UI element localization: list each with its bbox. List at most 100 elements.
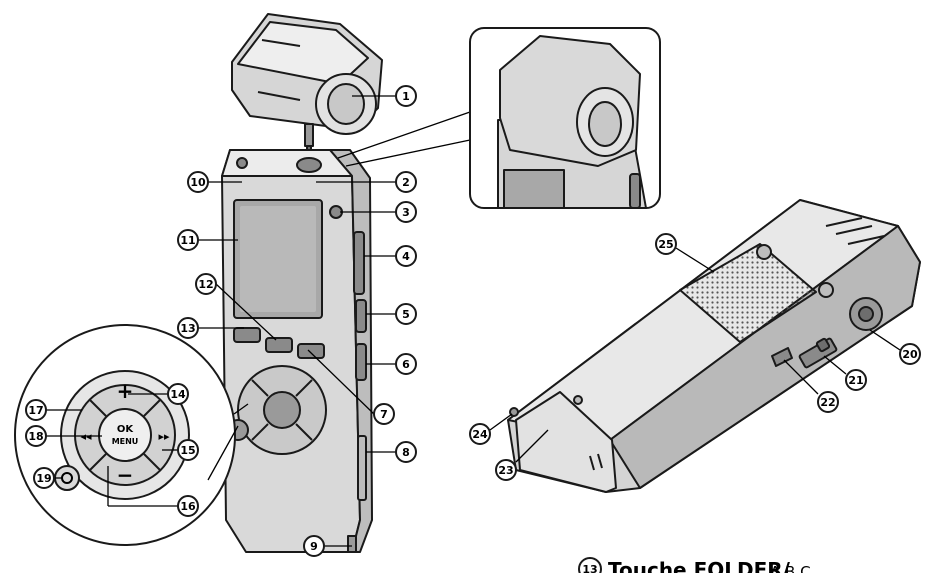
svg-text:21: 21 <box>848 374 863 387</box>
side-connector <box>357 435 367 501</box>
callout-11: 11 <box>177 229 199 251</box>
leader-25 <box>675 247 715 273</box>
mic-jack <box>296 157 322 173</box>
mic-top-face <box>237 21 369 85</box>
svg-text:13: 13 <box>180 322 195 335</box>
side-button-stop <box>355 343 367 381</box>
svg-text:2: 2 <box>402 176 410 189</box>
speaker-grille <box>679 243 817 343</box>
caption-small: A B C <box>770 563 811 573</box>
callout-22: 22 <box>817 391 839 413</box>
mic-plug <box>304 123 314 147</box>
side-button-volume <box>355 299 367 333</box>
leader-20 <box>869 329 901 351</box>
forward-label: ▸▸ <box>158 430 170 443</box>
mic-slot <box>261 39 301 47</box>
callout-23: 23 <box>495 459 517 481</box>
inset-side-button <box>629 173 641 209</box>
svg-text:17: 17 <box>28 404 43 417</box>
callout-5: 5 <box>395 303 417 325</box>
callout-8: 8 <box>395 441 417 463</box>
callout-9: 9 <box>303 535 325 557</box>
svg-text:3: 3 <box>402 206 410 219</box>
svg-text:24: 24 <box>472 428 488 441</box>
callout-2: 2 <box>395 171 417 193</box>
cover-latch <box>771 347 793 367</box>
svg-text:19: 19 <box>36 472 51 485</box>
svg-text:9: 9 <box>310 540 318 553</box>
callout-4: 4 <box>395 245 417 267</box>
svg-text:1: 1 <box>402 90 410 103</box>
svg-text:23: 23 <box>498 464 513 477</box>
display-glare <box>240 206 316 312</box>
dpad-center <box>263 391 301 429</box>
callout-15: 15 <box>177 439 199 461</box>
zoom-divider <box>89 399 107 417</box>
callouts: 1 2 3 4 5 6 7 8 9 10 11 12 13 14 15 16 1… <box>25 85 921 557</box>
vent-slot <box>847 235 885 245</box>
mic-capsule-inner <box>327 83 365 125</box>
erase-button <box>297 343 325 359</box>
svg-text:15: 15 <box>180 444 195 457</box>
leader-23 <box>515 429 549 463</box>
callout-24: 24 <box>469 423 491 445</box>
svg-text:14: 14 <box>170 388 186 401</box>
inset-mic-capsule-inner <box>588 101 622 147</box>
usb-jack-inner <box>858 306 874 322</box>
inset-connector <box>337 111 471 159</box>
caption-main: Touche FOLDER/ <box>608 558 791 573</box>
plus-label: + <box>117 379 134 403</box>
svg-text:8: 8 <box>402 446 410 459</box>
mic-slot <box>257 91 301 101</box>
dpad-divider <box>251 423 269 441</box>
zoom-ok-button <box>98 408 152 462</box>
leader-24 <box>489 413 513 431</box>
leader-21 <box>823 355 847 375</box>
callout-20: 20 <box>899 343 921 365</box>
callout-6: 6 <box>395 353 417 375</box>
back-side <box>609 225 921 489</box>
callout-14: 14 <box>167 383 189 405</box>
battery-cover <box>515 391 617 493</box>
leader-12 <box>215 283 277 341</box>
svg-text:25: 25 <box>658 238 673 251</box>
svg-text:4: 4 <box>402 250 410 263</box>
menu-label: MENU <box>112 437 139 446</box>
minus-label: − <box>117 463 134 487</box>
vent-slot <box>589 455 595 471</box>
callout-7: 7 <box>373 403 395 425</box>
zoom-divider <box>143 399 161 417</box>
inset-connector <box>345 139 471 167</box>
vent-slot <box>835 225 873 235</box>
svg-text:11: 11 <box>180 234 195 247</box>
ok-label: OK <box>117 424 135 435</box>
recorder-front <box>221 149 373 553</box>
leader-lines <box>46 95 901 547</box>
dpad-zoom: + − OK MENU ◂◂ ▸▸ <box>14 324 249 546</box>
recorder-back <box>507 199 921 493</box>
svg-text:7: 7 <box>380 408 388 421</box>
usb-slide-knob <box>815 337 831 353</box>
callout-19: 19 <box>33 467 55 489</box>
svg-text:12: 12 <box>198 278 213 291</box>
strap-hole <box>347 535 357 553</box>
callout-12: 12 <box>195 273 217 295</box>
caption-number-circle <box>578 557 602 573</box>
svg-text:20: 20 <box>902 348 918 361</box>
zoom-connector <box>207 425 239 481</box>
callout-10: 10 <box>187 171 209 193</box>
top-hole <box>236 157 248 169</box>
svg-text:6: 6 <box>402 358 410 371</box>
callout-21: 21 <box>845 369 867 391</box>
caption-number: 13 <box>582 563 597 573</box>
leader-7 <box>307 349 375 415</box>
callout-1: 1 <box>395 85 417 107</box>
svg-text:10: 10 <box>190 176 206 189</box>
callout-16: 16 <box>177 495 199 517</box>
back-screw-hole <box>756 244 772 260</box>
caption: 13 Touche FOLDER/ A B C <box>578 557 811 573</box>
callout-3: 3 <box>395 201 417 223</box>
zoom-divider <box>89 453 107 471</box>
inset-screen <box>503 169 565 209</box>
